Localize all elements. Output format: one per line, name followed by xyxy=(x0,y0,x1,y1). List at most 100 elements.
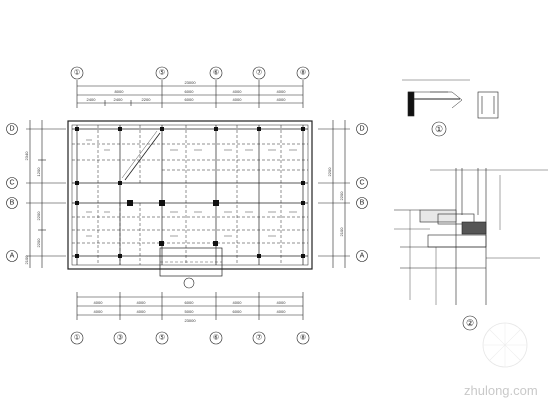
detail-1 xyxy=(402,79,499,137)
column xyxy=(301,181,305,185)
axis-label-right-C: C xyxy=(359,180,364,187)
axis-bubble-bottom-7 xyxy=(252,331,266,345)
axis-label-right-A: A xyxy=(360,253,365,260)
column xyxy=(160,127,164,131)
axis-bubble-left-A xyxy=(6,250,18,262)
axis-label-right-B: B xyxy=(360,200,365,207)
dim-bottom-total: 23000 xyxy=(184,318,196,323)
column xyxy=(301,201,305,205)
dim-top-seg-2: 2400 xyxy=(114,97,124,102)
left-axis-group xyxy=(6,120,66,268)
axis-bubble-bottom-5 xyxy=(155,331,169,345)
column xyxy=(257,254,261,258)
detail-2 xyxy=(394,168,548,331)
column xyxy=(127,200,133,206)
axis-bubble-left-C xyxy=(6,177,18,189)
dim-right-1: 2200 xyxy=(327,167,332,177)
dim-top-seg-1: 2400 xyxy=(87,97,97,102)
axis-label-top-5: ⑤ xyxy=(159,69,165,77)
stair-diagonal-2 xyxy=(121,130,158,179)
dim-top-group-2: 6000 xyxy=(185,89,195,94)
axis-label-left-A: A xyxy=(10,253,15,260)
top-axis-group xyxy=(70,66,310,108)
detail-1-label: ① xyxy=(435,124,443,134)
axis-bubble-top-5 xyxy=(155,66,169,80)
dim-bottom-seg-5: 4000 xyxy=(277,300,287,305)
axis-label-right-D: D xyxy=(359,126,364,133)
dim-bottom-seg-2: 4000 xyxy=(137,300,147,305)
axis-label-bottom-8: ⑧ xyxy=(300,334,306,342)
axis-bubble-top-6 xyxy=(209,66,223,80)
right-axis-group xyxy=(318,120,368,268)
dim-top-seg-6: 4000 xyxy=(277,97,287,102)
axis-label-top-8: ⑧ xyxy=(300,69,306,77)
dim-right-2: 2200 xyxy=(339,191,344,201)
columns xyxy=(75,127,305,258)
axis-label-bottom-3: ③ xyxy=(117,334,123,342)
detail-2-bubble xyxy=(462,315,478,331)
plan-beams xyxy=(72,125,308,265)
dim-top-seg-5: 4000 xyxy=(233,97,243,102)
dim-bottom-sub-2: 4000 xyxy=(137,309,147,314)
axis-label-bottom-5: ⑤ xyxy=(159,334,165,342)
column xyxy=(118,181,122,185)
axis-label-left-C: C xyxy=(9,180,14,187)
dim-top-group-3: 4000 xyxy=(233,89,243,94)
plan-inner-frame xyxy=(71,124,309,266)
axis-bubble-left-D xyxy=(6,123,18,135)
axis-bubble-top-7 xyxy=(252,66,266,80)
column xyxy=(118,254,122,258)
dim-bottom-seg-4: 4000 xyxy=(233,300,243,305)
rebar-marks xyxy=(86,139,297,237)
dim-left-1: 2340 xyxy=(24,151,29,161)
axis-label-bottom-7: ⑦ xyxy=(256,334,262,342)
axis-bubble-right-A xyxy=(356,250,368,262)
dim-top-seg-3: 2200 xyxy=(142,97,152,102)
axis-bubble-right-B xyxy=(356,197,368,209)
axis-bubble-right-C xyxy=(356,177,368,189)
axis-bubble-bottom-6 xyxy=(209,331,223,345)
detail-2-label: ② xyxy=(466,318,474,328)
axis-bubble-bottom-8 xyxy=(296,331,310,345)
dim-left-3: 2200 xyxy=(36,211,41,221)
column xyxy=(75,201,79,205)
dim-bottom-sub-3: 5000 xyxy=(185,309,195,314)
column xyxy=(213,200,219,206)
column xyxy=(213,241,218,246)
axis-bubble-left-B xyxy=(6,197,18,209)
dim-top-seg-4: 6000 xyxy=(185,97,195,102)
dim-left-4: 2200 xyxy=(36,238,41,248)
dim-left-2: 1200 xyxy=(36,167,41,177)
axis-bubble-bottom-3 xyxy=(113,331,127,345)
axis-label-bottom-6: ⑥ xyxy=(213,334,219,342)
section-ref-bubble xyxy=(183,277,195,289)
axis-label-left-B: B xyxy=(10,200,15,207)
dim-top-group-4: 4000 xyxy=(277,89,287,94)
column xyxy=(75,181,79,185)
detail-1-bubble xyxy=(431,121,447,137)
column xyxy=(159,241,164,246)
dim-bottom-seg-3: 6000 xyxy=(185,300,195,305)
plan-grid xyxy=(72,125,308,265)
axis-bubble-top-1 xyxy=(70,66,84,80)
axis-label-top-7: ⑦ xyxy=(256,69,262,77)
dim-bottom-sub-5: 4000 xyxy=(277,309,287,314)
axis-bubble-bottom-1 xyxy=(70,331,84,345)
axis-label-bottom-1: ① xyxy=(74,334,80,342)
axis-label-top-6: ⑥ xyxy=(213,69,219,77)
column xyxy=(75,254,79,258)
dim-bottom-sub-1: 4000 xyxy=(94,309,104,314)
stair-diagonal xyxy=(124,132,161,181)
bottom-axis-group xyxy=(70,292,310,345)
floor-plan xyxy=(67,120,313,277)
column xyxy=(301,127,305,131)
axis-label-top-1: ① xyxy=(74,69,80,77)
column xyxy=(75,127,79,131)
column xyxy=(214,127,218,131)
axis-label-left-D: D xyxy=(9,126,14,133)
dim-bottom-sub-4: 6000 xyxy=(233,309,243,314)
dim-top-total: 23000 xyxy=(184,80,196,85)
column xyxy=(301,254,305,258)
